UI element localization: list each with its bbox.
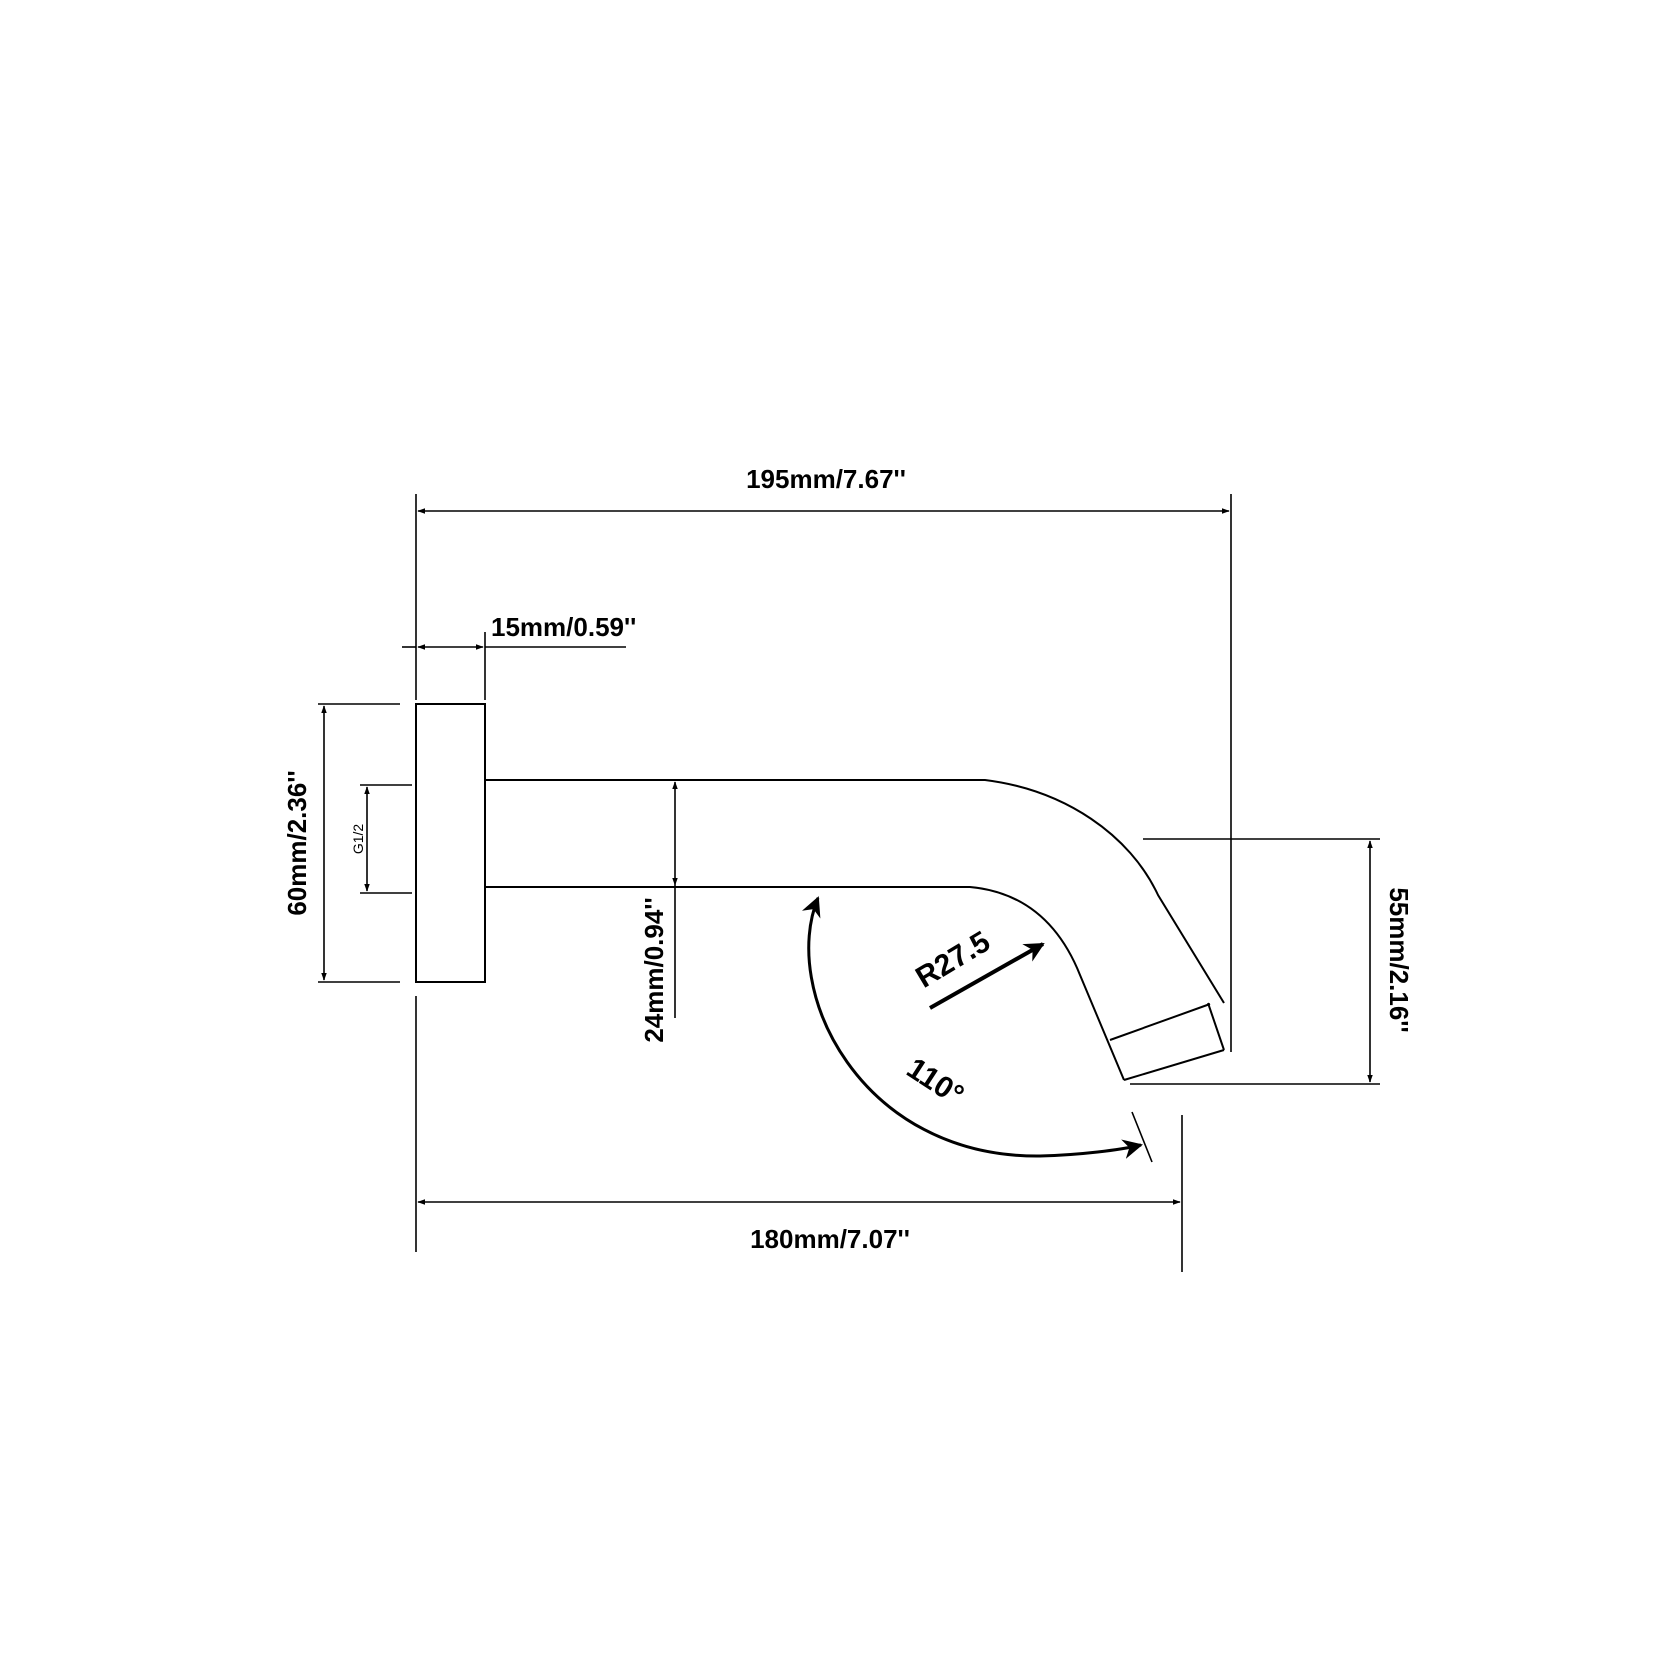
projection-length-label: 180mm/7.07'' — [750, 1224, 910, 1254]
flange-thickness-label: 15mm/0.59'' — [491, 612, 636, 642]
overall-length-dimension: 195mm/7.67'' — [415, 464, 1232, 1052]
overall-length-label: 195mm/7.67'' — [746, 464, 906, 494]
spout-top-edge — [485, 779, 1225, 1004]
pipe-diameter-label: 24mm/0.94'' — [639, 897, 669, 1042]
spout-outlet-end — [1123, 1049, 1225, 1081]
pipe-diameter-dimension: 24mm/0.94'' — [639, 781, 678, 1043]
bend-radius-label: R27.5 — [910, 925, 996, 995]
spout-outlet-side — [1207, 1002, 1225, 1051]
projection-length-dimension: 180mm/7.07'' — [415, 996, 1183, 1272]
thread-dimension: G1/2 — [350, 784, 412, 894]
wall-flange — [415, 703, 486, 983]
bend-angle-ref-line — [1131, 1111, 1153, 1163]
bend-angle-arc — [801, 896, 1143, 1159]
outlet-drop-label: 55mm/2.16'' — [1384, 887, 1414, 1032]
thread-label: G1/2 — [350, 824, 366, 855]
flange-height-dimension: 60mm/2.36'' — [282, 703, 400, 983]
bend-angle-label: 110° — [901, 1052, 970, 1113]
spout-bottom-edge — [485, 886, 1125, 1081]
spout-outlet-ring — [1109, 1003, 1211, 1041]
bend-radius-callout: R27.5 — [910, 925, 1045, 1010]
spout-outline — [415, 703, 1225, 1081]
outlet-drop-dimension: 55mm/2.16'' — [1130, 838, 1414, 1085]
flange-height-label: 60mm/2.36'' — [282, 770, 312, 915]
flange-thickness-dimension: 15mm/0.59'' — [402, 612, 636, 700]
